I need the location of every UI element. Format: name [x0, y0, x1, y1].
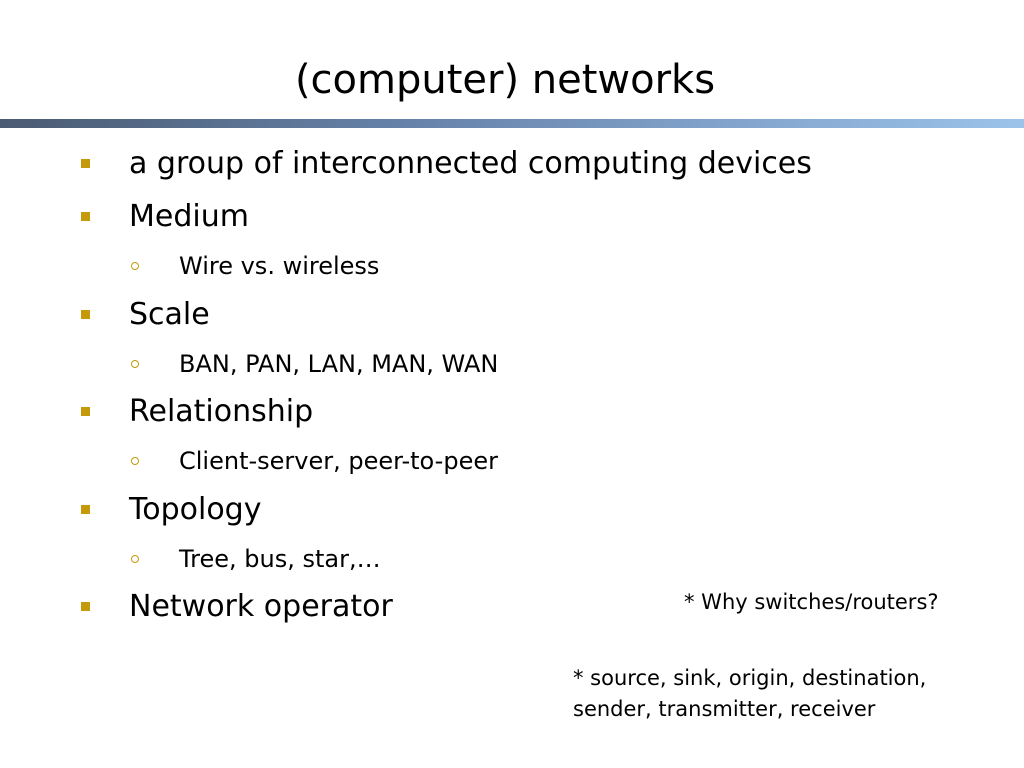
bullet-text: Topology — [129, 492, 262, 527]
bullet-text: Relationship — [129, 394, 314, 429]
square-bullet-icon — [81, 602, 90, 611]
circle-bullet-icon — [131, 555, 139, 563]
note-source-line: sender, transmitter, receiver — [573, 697, 876, 721]
title-divider — [0, 119, 1024, 128]
sub-bullet-text: BAN, PAN, LAN, MAN, WAN — [179, 350, 499, 378]
square-bullet-icon — [81, 407, 90, 416]
slide-title: (computer) networks — [294, 57, 716, 103]
sub-bullet-text: Tree, bus, star,… — [179, 545, 381, 573]
square-bullet-icon — [81, 505, 90, 514]
sub-bullet-text: Client-server, peer-to-peer — [179, 447, 498, 475]
bullet-text: Network operator — [129, 589, 393, 624]
note-source-terms: * source, sink, origin, destination, sen… — [573, 663, 926, 725]
circle-bullet-icon — [131, 262, 139, 270]
bullet-text: Scale — [129, 297, 210, 332]
bullet-text: Medium — [129, 199, 249, 234]
bullet-text: a group of interconnected computing devi… — [129, 146, 812, 181]
circle-bullet-icon — [131, 360, 139, 368]
sub-bullet-text: Wire vs. wireless — [179, 252, 380, 280]
circle-bullet-icon — [131, 457, 139, 465]
square-bullet-icon — [81, 159, 90, 168]
square-bullet-icon — [81, 310, 90, 319]
note-source-line: * source, sink, origin, destination, — [573, 666, 927, 690]
square-bullet-icon — [81, 212, 90, 221]
note-why-switches: * Why switches/routers? — [684, 590, 939, 614]
